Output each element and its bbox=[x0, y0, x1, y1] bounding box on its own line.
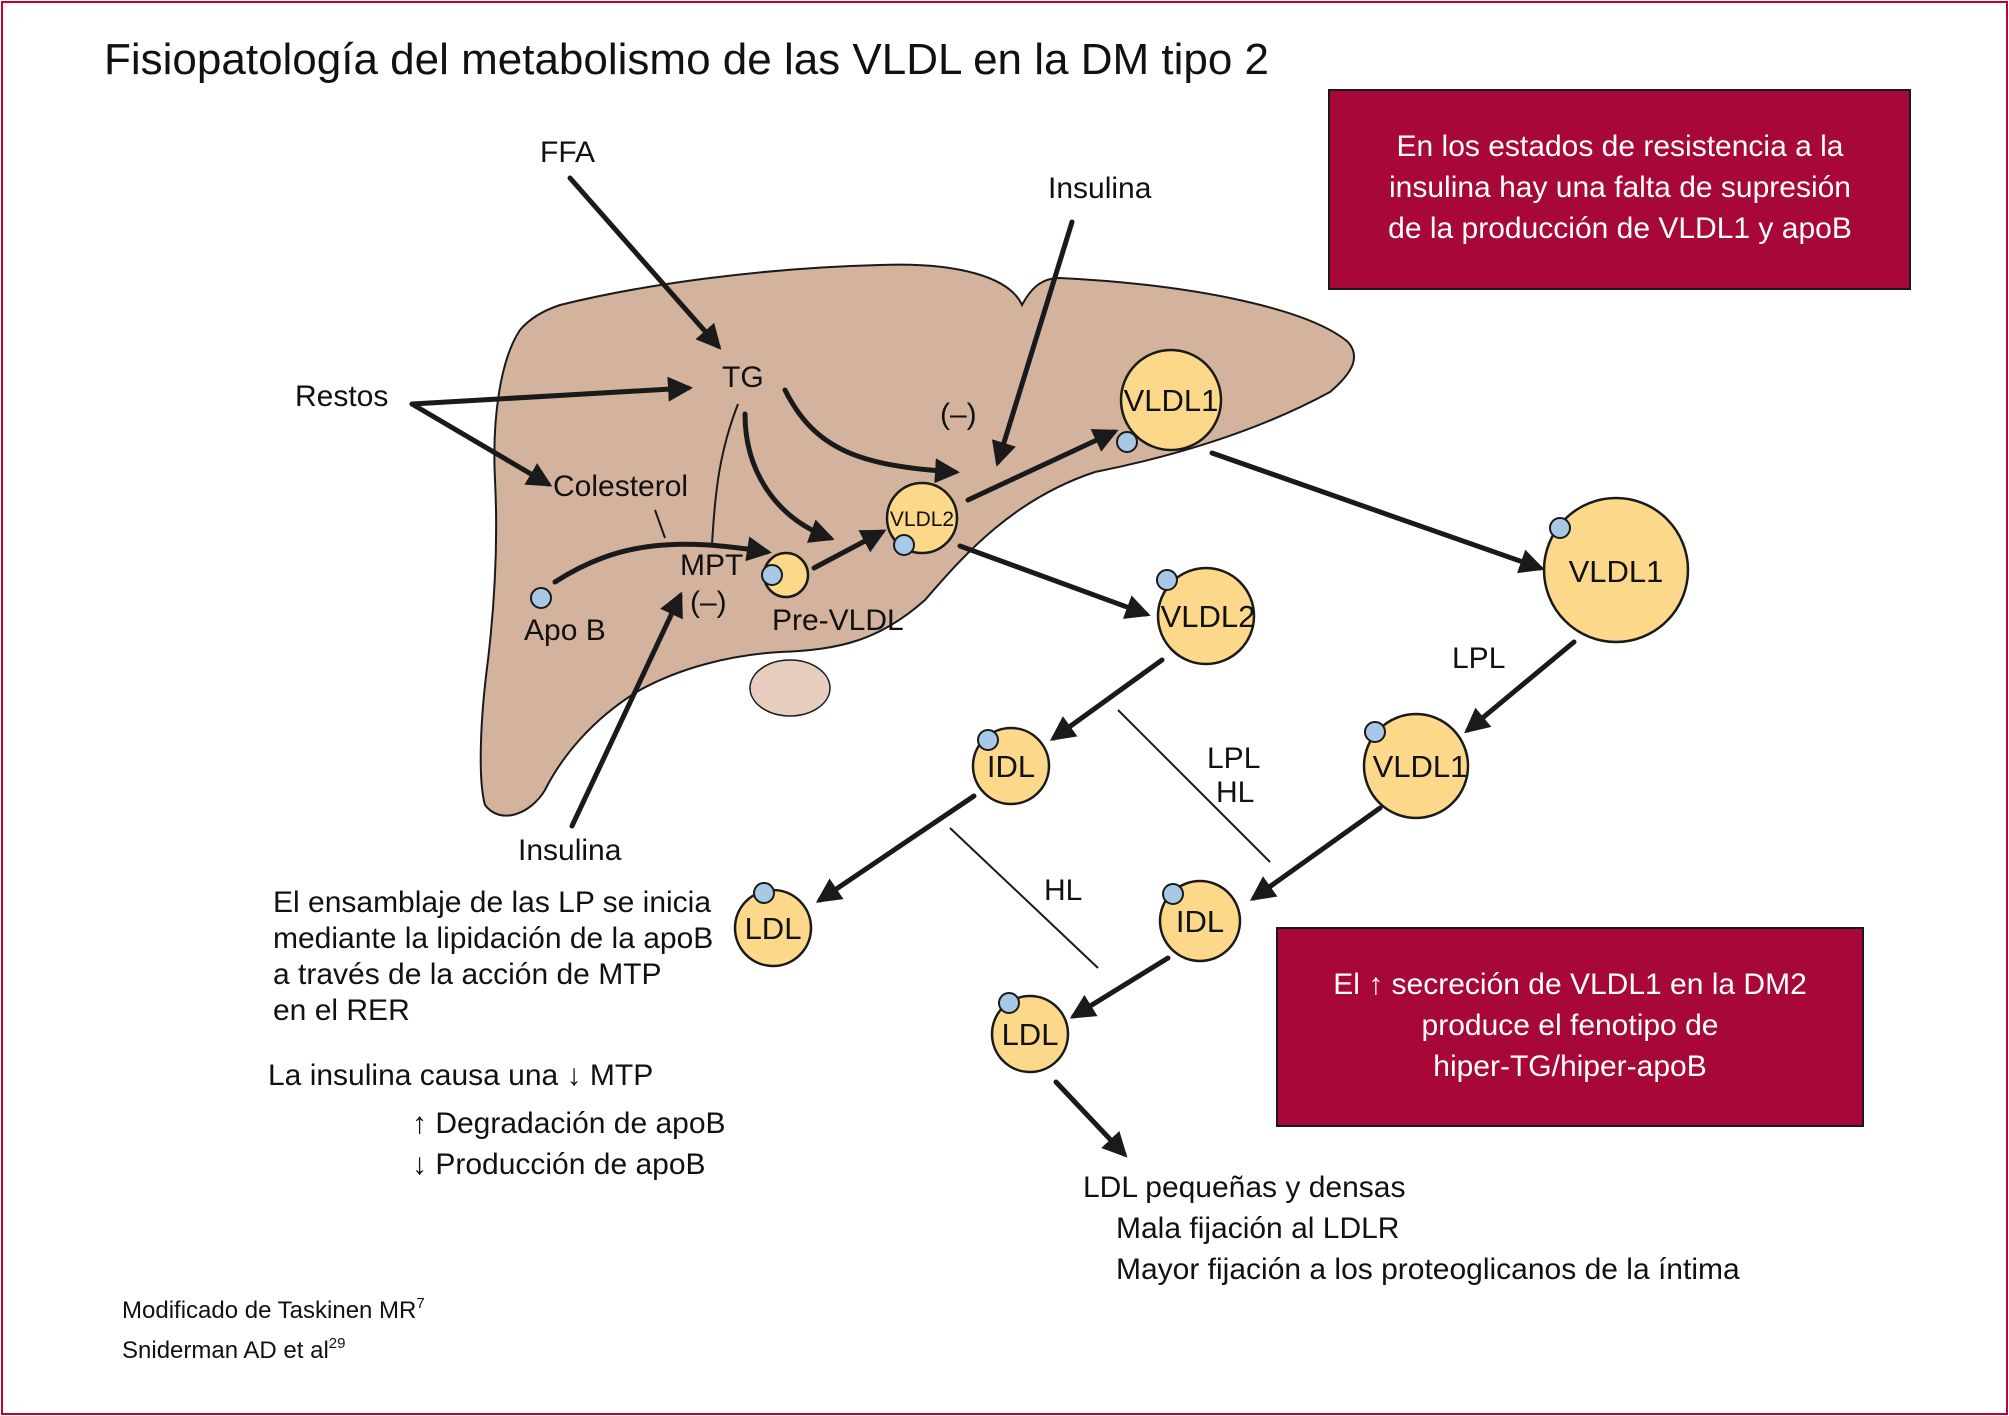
assembly-note-line-3: a través de la acción de MTP bbox=[273, 958, 662, 991]
ldl-center-label: LDL bbox=[1002, 1017, 1059, 1052]
vldl2-inner-label: VLDL2 bbox=[890, 508, 954, 531]
tg-vldl2-arrow bbox=[782, 387, 960, 484]
ldl-left-label: LDL bbox=[745, 911, 802, 946]
insulin-note-line-2: ↑ Degradación de apoB bbox=[412, 1107, 726, 1140]
pre-vldl-apob-dot bbox=[761, 564, 783, 586]
ffa-arrow bbox=[567, 175, 722, 350]
mpt-label: MPT bbox=[680, 549, 743, 582]
reference-1-sup: 7 bbox=[416, 1295, 424, 1312]
ldl-note-line-3: Mayor fijación a los proteoglicanos de l… bbox=[1116, 1253, 1740, 1286]
vldl1-lower-circle bbox=[1362, 712, 1470, 820]
colesterol-label: Colesterol bbox=[553, 470, 688, 503]
assembly-note-line-2: mediante la lipidación de la apoB bbox=[273, 922, 713, 955]
assembly-note-line-1: El ensamblaje de las LP se inicia bbox=[273, 886, 711, 919]
vldl2-mid-circle bbox=[1156, 566, 1256, 666]
pre-vldl-vldl2-arrow bbox=[811, 529, 887, 571]
idl-ldl-center-arrow bbox=[1069, 955, 1171, 1019]
insulin-mpt-arrow bbox=[569, 591, 683, 829]
apo-b-label: Apo B bbox=[524, 614, 606, 647]
vldl1-lower-apob-dot bbox=[1364, 721, 1386, 743]
vldl1-liver-circle bbox=[1119, 348, 1223, 452]
vldl1-idl-arrow bbox=[1249, 805, 1383, 901]
vldl2-inner-apob-dot bbox=[893, 534, 915, 556]
callout-top-line-3: de la producción de VLDL1 y apoB bbox=[1388, 212, 1852, 245]
vldl1-vldl1-lower-arrow bbox=[1464, 639, 1577, 734]
vldl1-lower-label: VLDL1 bbox=[1373, 749, 1468, 784]
insulina-top-label: Insulina bbox=[1048, 172, 1152, 205]
vldl1-vldl1-arrow bbox=[1209, 450, 1545, 574]
colesterol-mpt-line bbox=[654, 509, 666, 539]
idl-left-apob-dot bbox=[977, 729, 999, 751]
tg-label: TG bbox=[722, 361, 764, 394]
callout-bottom-line-3: hiper-TG/hiper-apoB bbox=[1433, 1050, 1706, 1083]
tg-pre-vldl-arrow bbox=[742, 411, 835, 543]
vldl1-right-label: VLDL1 bbox=[1569, 554, 1664, 589]
callout-bottom-line-1: El ↑ secreción de VLDL1 en la DM2 bbox=[1333, 968, 1807, 1001]
ffa-label: FFA bbox=[540, 136, 595, 169]
vldl1-liver-apob-dot bbox=[1116, 431, 1138, 453]
hl-left-label: HL bbox=[1044, 874, 1082, 907]
vldl1-right-circle bbox=[1542, 496, 1690, 644]
tg-mpt-line bbox=[711, 403, 739, 546]
idl-right-apob-dot bbox=[1162, 883, 1184, 905]
apob-mpt-arrow bbox=[552, 536, 772, 585]
pre-vldl-label: Pre-VLDL bbox=[772, 604, 904, 637]
insulin-note-line-3: ↓ Producción de apoB bbox=[412, 1148, 706, 1181]
vldl2-mid-label: VLDL2 bbox=[1161, 599, 1256, 634]
vldl1-liver-label: VLDL1 bbox=[1124, 383, 1219, 418]
restos-tg-arrow bbox=[409, 376, 693, 407]
lpl-mid-label: LPL bbox=[1207, 742, 1260, 775]
gallbladder-shape bbox=[749, 659, 831, 717]
insulin-vldl-arrow bbox=[991, 219, 1075, 467]
restos-label: Restos bbox=[295, 380, 388, 413]
ldl-left-apob-dot bbox=[753, 882, 775, 904]
vldl1-right-apob-dot bbox=[1549, 517, 1571, 539]
vldl2-mid-apob-dot bbox=[1156, 569, 1178, 591]
ldl-outcome-arrow bbox=[1053, 1079, 1128, 1158]
insulin-note-line-1: La insulina causa una ↓ MTP bbox=[268, 1059, 653, 1092]
callout-bottom-box bbox=[1276, 927, 1864, 1127]
callout-top-line-1: En los estados de resistencia a la bbox=[1397, 130, 1844, 163]
lpl-hl-divider bbox=[1117, 709, 1271, 863]
idl-right-label: IDL bbox=[1176, 904, 1224, 939]
assembly-note-line-4: en el RER bbox=[273, 994, 410, 1027]
apob-circle bbox=[530, 587, 552, 609]
lpl-right-label: LPL bbox=[1452, 642, 1505, 675]
ldl-center-apob-dot bbox=[998, 992, 1020, 1014]
reference-1-text: Modificado de Taskinen MR bbox=[122, 1297, 416, 1324]
vldl2-vldl2-arrow bbox=[957, 543, 1151, 619]
insulina-bottom-label: Insulina bbox=[518, 834, 622, 867]
hl-mid-label: HL bbox=[1216, 776, 1254, 809]
callout-top-line-2: insulina hay una falta de supresión bbox=[1389, 171, 1851, 204]
vldl2-vldl1-arrow bbox=[965, 429, 1119, 503]
callout-bottom-line-2: produce el fenotipo de bbox=[1422, 1009, 1719, 1042]
page-title: Fisiopatología del metabolismo de las VL… bbox=[104, 35, 1269, 84]
restos-colesterol-arrow bbox=[409, 401, 553, 487]
ldl-note-line-2: Mala fijación al LDLR bbox=[1116, 1212, 1399, 1245]
reference-2-sup: 29 bbox=[329, 1335, 346, 1352]
ldl-note-line-1: LDL pequeñas y densas bbox=[1083, 1171, 1405, 1204]
vldl2-idl-arrow bbox=[1049, 657, 1165, 741]
ldl-center-circle bbox=[990, 994, 1070, 1074]
reference-2: Sniderman AD et al29 bbox=[122, 1335, 345, 1364]
reference-1: Modificado de Taskinen MR7 bbox=[122, 1295, 425, 1324]
reference-2-text: Sniderman AD et al bbox=[122, 1337, 329, 1364]
mpt-inhibit-label: (–) bbox=[690, 586, 727, 619]
idl-ldl-arrow bbox=[815, 793, 977, 903]
vldl-inhibit-label: (–) bbox=[940, 398, 977, 431]
idl-left-label: IDL bbox=[987, 749, 1035, 784]
hl-divider bbox=[949, 827, 1099, 969]
callout-top-box bbox=[1328, 89, 1911, 290]
